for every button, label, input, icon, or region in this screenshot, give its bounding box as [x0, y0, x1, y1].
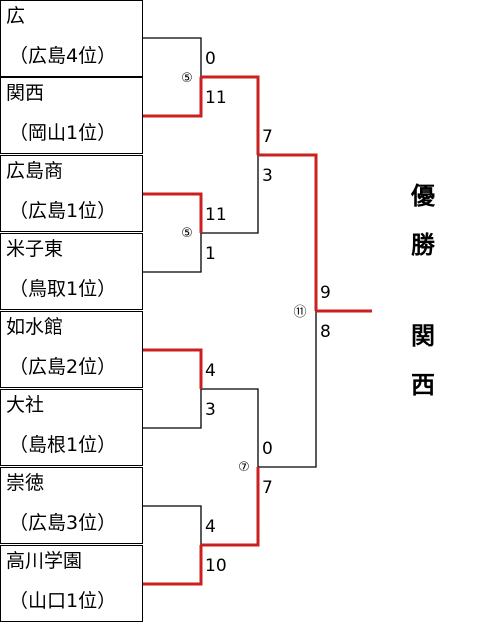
score-r1-g2-bottom: 1	[205, 244, 216, 264]
team-name: 米子東	[6, 238, 64, 260]
team-slot-4: 米子東 （鳥取1位）	[0, 233, 143, 310]
bracket-line-r2-winner	[201, 467, 260, 547]
bracket-line-r2-loser	[201, 155, 259, 234]
bracket-line-final-winner	[258, 153, 318, 311]
champion-label-2: 勝	[411, 231, 435, 259]
team-name: 広島商	[6, 160, 64, 182]
team-slot-3: 広島商 （広島1位）	[0, 155, 143, 232]
bracket-winner-path	[143, 75, 372, 586]
team-prefecture: （鳥取1位）	[9, 278, 117, 300]
score-r1-g1-top: 0	[205, 49, 216, 69]
bracket-line-r1-winner	[143, 192, 203, 233]
score-r1-g4-top: 4	[205, 517, 216, 537]
score-r2-g2-bottom: 7	[262, 478, 273, 498]
bracket-line-r1-winner	[143, 348, 203, 389]
score-r1-g2-top: 11	[205, 205, 227, 225]
team-prefecture: （島根1位）	[9, 434, 117, 456]
score-r2-g2-top: 0	[262, 439, 273, 459]
team-prefecture: （山口1位）	[9, 590, 117, 612]
game-number-r1-g2: ⑤	[181, 226, 193, 241]
bracket-line-r1-loser	[143, 505, 202, 545]
bracket-line-r2-winner	[201, 75, 260, 155]
score-final-top: 9	[320, 283, 331, 303]
score-r1-g3-bottom: 3	[205, 400, 216, 420]
game-number-r2-g2: ⑦	[238, 460, 250, 475]
bracket-line-r2-loser	[201, 388, 259, 467]
team-name: 広	[6, 5, 26, 27]
team-prefecture: （広島3位）	[9, 512, 117, 534]
champion-label-1: 優	[411, 182, 435, 210]
bracket-line-r1-winner	[143, 77, 203, 118]
bracket-line-r1-loser	[143, 389, 202, 429]
team-slot-6: 大社 （島根1位）	[0, 389, 143, 466]
bracket-line-r1-loser	[143, 233, 202, 273]
bracket-line-r1-winner	[143, 545, 203, 586]
champion-team-2: 西	[411, 371, 435, 399]
bracket-line-r1-loser	[143, 37, 202, 77]
bracket-line-final-loser	[258, 311, 317, 468]
team-prefecture: （岡山1位）	[9, 122, 117, 144]
team-slot-5: 如水館 （広島2位）	[0, 311, 143, 388]
team-slot-8: 高川学園 （山口1位）	[0, 545, 143, 622]
champion-team-1: 関	[411, 322, 435, 350]
team-slot-7: 崇徳 （広島3位）	[0, 467, 143, 544]
team-prefecture: （広島1位）	[9, 200, 117, 222]
score-final-bottom: 8	[320, 322, 331, 342]
score-r1-g4-bottom: 10	[205, 556, 227, 576]
score-r1-g3-top: 4	[205, 361, 216, 381]
team-slot-2: 関西 （岡山1位）	[0, 77, 143, 154]
score-r2-g1-bottom: 3	[262, 166, 273, 186]
team-prefecture: （広島4位）	[9, 45, 117, 67]
team-name: 崇徳	[6, 472, 45, 494]
team-prefecture: （広島2位）	[9, 356, 117, 378]
team-slot-1: 広 （広島4位）	[0, 0, 143, 77]
bracket-black-lines	[143, 37, 317, 545]
team-name: 如水館	[6, 316, 64, 338]
score-r1-g1-bottom: 11	[205, 88, 227, 108]
team-name: 大社	[6, 394, 45, 416]
team-name: 関西	[6, 82, 45, 104]
game-number-final: ⑪	[293, 305, 306, 320]
score-r2-g1-top: 7	[262, 127, 273, 147]
game-number-r1-g1: ⑤	[181, 71, 193, 86]
team-name: 高川学園	[6, 550, 83, 572]
